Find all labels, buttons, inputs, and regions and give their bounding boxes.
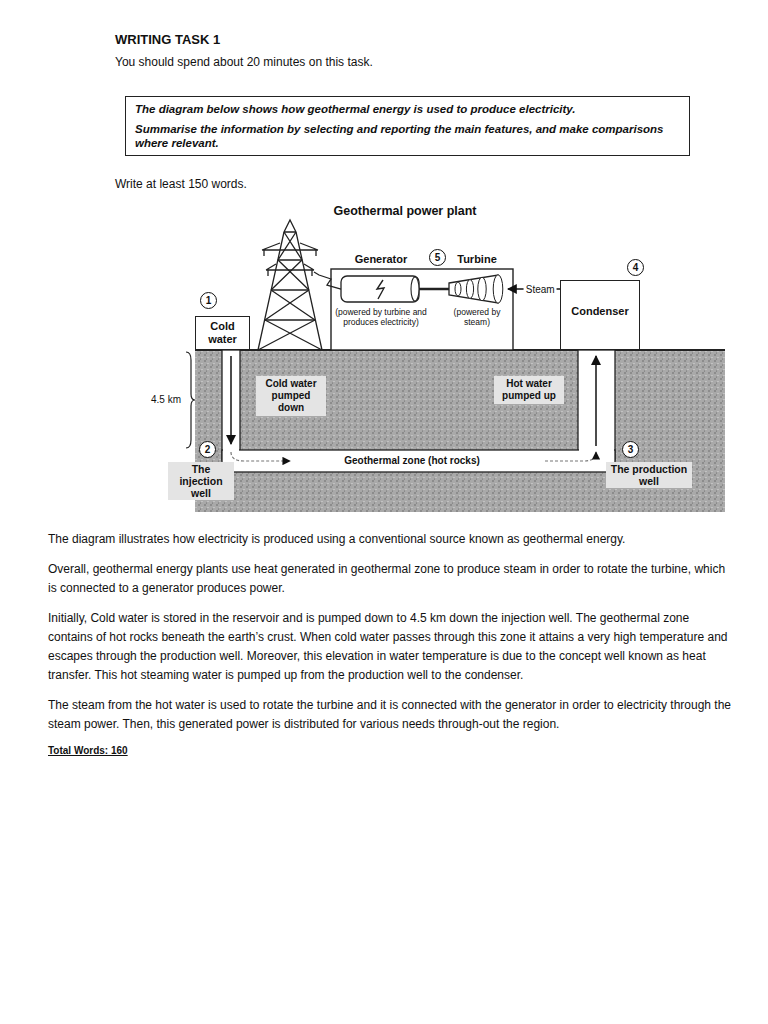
ground-note: Hot water pumped up — [494, 376, 564, 404]
shaft — [419, 288, 450, 291]
ground — [195, 350, 725, 512]
part-name: Generator — [335, 252, 427, 266]
generator-symbol — [335, 272, 427, 306]
callout-number: 4 — [628, 260, 643, 275]
instruction: You should spend about 20 minutes on thi… — [115, 55, 373, 69]
ground-note: Cold water pumped down — [256, 376, 326, 416]
callout-number: 1 — [200, 292, 217, 309]
node-text: Summarise the information by selecting a… — [135, 122, 680, 150]
turbine-symbol — [446, 272, 508, 306]
callout-number: 3 — [623, 442, 638, 457]
callout-number: 2 — [199, 441, 216, 458]
diagram-title: Geothermal power plant — [255, 204, 555, 218]
instruction: Write at least 150 words. — [115, 177, 247, 191]
depth-brace — [186, 352, 195, 448]
plant-housing — [331, 269, 513, 350]
pylon — [258, 220, 322, 350]
part-note: (powered by steam) — [446, 308, 508, 327]
callout-number: 2 — [200, 442, 215, 457]
power-wire — [314, 272, 341, 289]
essay-paragraph: Overall, geothermal energy plants use he… — [48, 560, 732, 598]
essay-paragraph: The steam from the hot water is used to … — [48, 696, 732, 734]
essay-paragraph: The diagram illustrates how electricity … — [48, 530, 732, 549]
zone-label: Geothermal zone (hot rocks) — [312, 454, 512, 467]
water-tank: Cold water — [195, 316, 250, 350]
condenser: Condenser — [560, 280, 640, 350]
dimension: 4.5 km — [146, 394, 186, 405]
flow-arrow — [230, 356, 232, 444]
essay-paragraph: Initially, Cold water is stored in the r… — [48, 609, 732, 685]
plant-layout — [314, 269, 513, 350]
production-pipe — [578, 350, 615, 460]
node-text: The diagram below shows how geothermal e… — [135, 102, 680, 116]
injection-pipe — [222, 350, 240, 460]
geothermal-channel — [222, 450, 615, 472]
flow-arrow — [231, 452, 290, 461]
task-heading: WRITING TASK 1 — [115, 32, 220, 47]
part-note: (powered by turbine and produces electri… — [335, 308, 427, 327]
callout-number: 3 — [622, 441, 639, 458]
essay: The diagram illustrates how electricity … — [48, 530, 732, 756]
callout-number: 4 — [627, 259, 644, 276]
part-name: The production well — [606, 462, 692, 488]
turbine: Turbine (powered by steam) — [446, 252, 508, 327]
edge-label: Steam — [524, 284, 557, 295]
callout-number: 5 — [429, 249, 446, 266]
task-box: The diagram below shows how geothermal e… — [125, 96, 690, 156]
word-count: Total Words: 160 — [48, 745, 732, 756]
flow-arrow — [595, 356, 597, 446]
callout-number: 1 — [201, 293, 216, 308]
node-text: Condenser — [561, 305, 639, 318]
node-text: Cold water — [198, 320, 247, 346]
part-name: The injection well — [168, 462, 234, 500]
part-name: Turbine — [446, 252, 508, 266]
generator: Generator (powered by turbine and produce… — [335, 252, 427, 327]
flow-arrow — [545, 452, 596, 461]
callout-number: 5 — [430, 250, 445, 265]
